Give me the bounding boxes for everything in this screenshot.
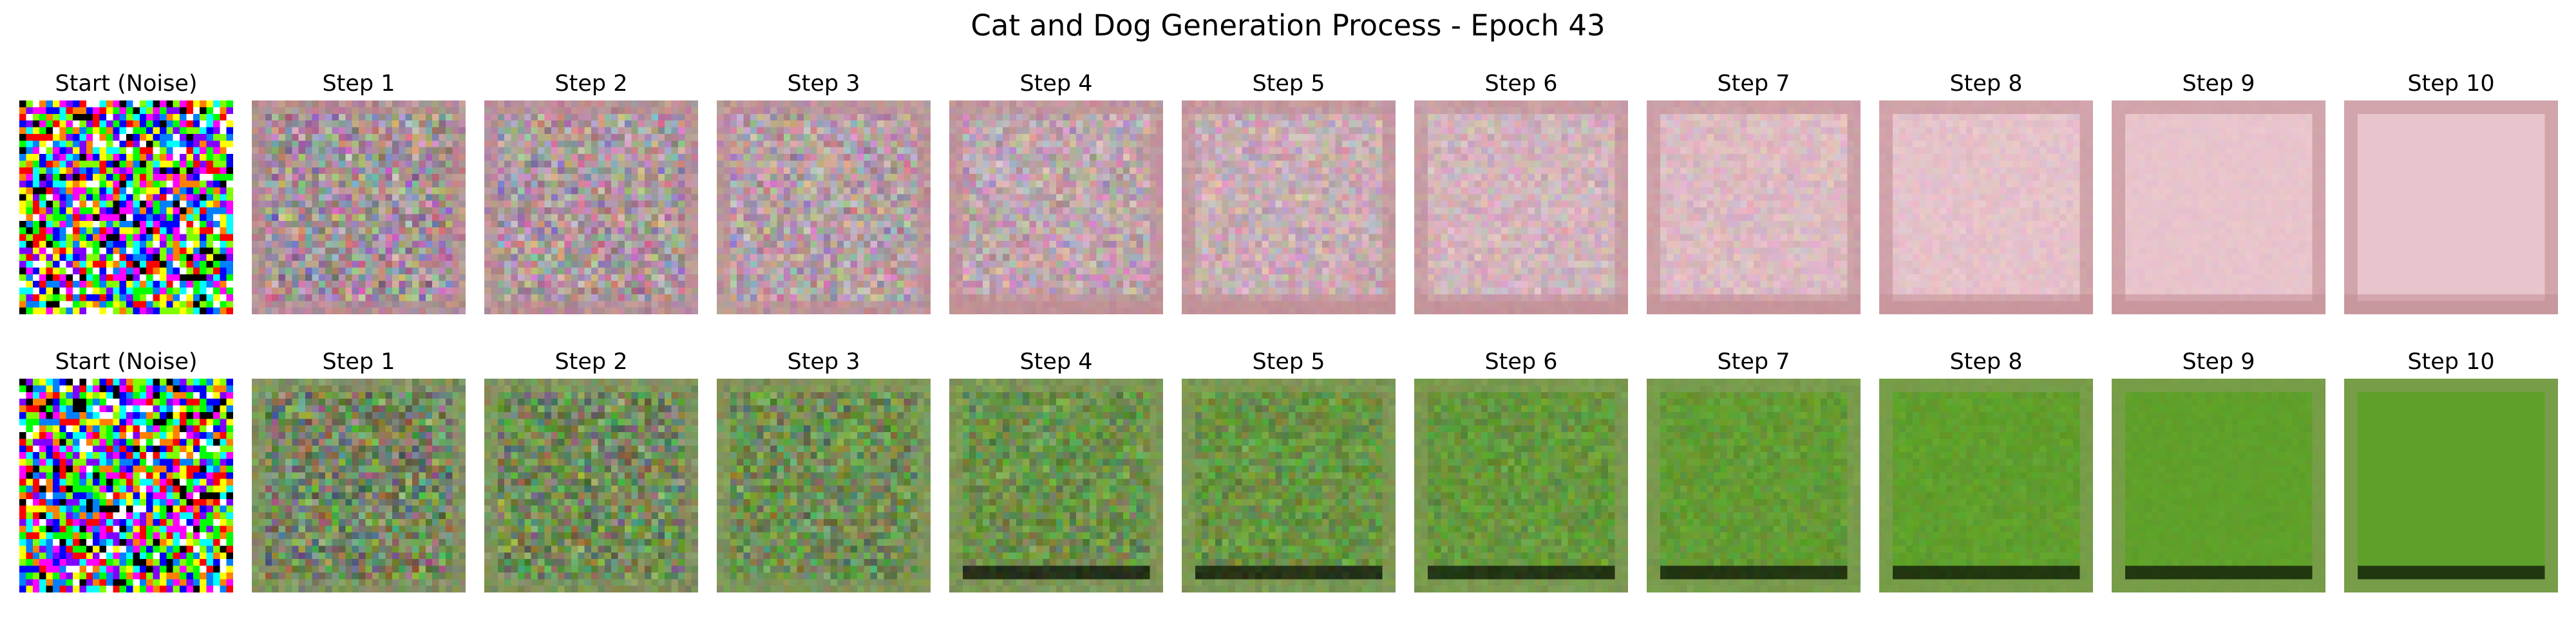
panel-step-8: Step 8 [1879,70,2093,314]
panel-title: Step 6 [1484,71,1558,97]
panel-step-8: Step 8 [1879,348,2093,592]
panel-title: Step 2 [554,349,628,375]
panel-title: Start (Noise) [55,349,198,375]
panel-step-3: Step 3 [717,348,931,592]
generated-image [949,100,1163,314]
generated-image [2344,100,2558,314]
generated-image [1879,100,2093,314]
panel-step-1: Step 1 [252,348,466,592]
panel-step-7: Step 7 [1647,348,1861,592]
panel-step-10: Step 10 [2344,70,2558,314]
generated-image [1182,100,1396,314]
generated-image [1647,379,1861,592]
generated-image [2344,379,2558,592]
panel-title: Step 3 [787,349,860,375]
generated-image [484,379,698,592]
panel-title: Step 7 [1717,349,1790,375]
panel-step-6: Step 6 [1414,70,1628,314]
panel-title: Step 5 [1252,349,1325,375]
generated-image [717,379,931,592]
panel-title: Step 6 [1484,349,1558,375]
panel-title: Step 8 [1949,71,2023,97]
panel-title: Step 10 [2407,71,2495,97]
generated-image [484,100,698,314]
generated-image [1879,379,2093,592]
generated-image [2112,100,2325,314]
panel-title: Step 8 [1949,349,2023,375]
panel-title: Start (Noise) [55,71,198,97]
panel-step-5: Step 5 [1182,348,1396,592]
generation-row-2: Start (Noise) Step 1 Step 2 Step 3 Step … [0,348,2576,618]
panel-title: Step 4 [1019,71,1093,97]
generated-image [1647,100,1861,314]
panel-title: Step 10 [2407,349,2495,375]
generated-image [19,379,233,592]
panel-step-9: Step 9 [2112,348,2325,592]
panel-title: Step 9 [2182,349,2255,375]
panel-title: Step 7 [1717,71,1790,97]
panel-title: Step 3 [787,71,860,97]
generation-row-1: Start (Noise) Step 1 Step 2 Step 3 Step … [0,70,2576,340]
panel-title: Step 5 [1252,71,1325,97]
figure-title: Cat and Dog Generation Process - Epoch 4… [971,8,1605,43]
panel-step-1: Step 1 [252,70,466,314]
generated-image [1182,379,1396,592]
panel-step-2: Step 2 [484,70,698,314]
panel-title: Step 9 [2182,71,2255,97]
panel-step-2: Step 2 [484,348,698,592]
panel-step-4: Step 4 [949,70,1163,314]
panel-title: Step 4 [1019,349,1093,375]
generated-image [252,100,466,314]
panel-step-9: Step 9 [2112,70,2325,314]
panel-step-5: Step 5 [1182,70,1396,314]
generated-image [252,379,466,592]
panel-step-4: Step 4 [949,348,1163,592]
generated-image [2112,379,2325,592]
panel-noise: Start (Noise) [19,348,233,592]
panel-title: Step 2 [554,71,628,97]
panel-step-10: Step 10 [2344,348,2558,592]
generated-image [19,100,233,314]
panel-step-3: Step 3 [717,70,931,314]
panel-noise: Start (Noise) [19,70,233,314]
generated-image [1414,379,1628,592]
panel-title: Step 1 [322,349,395,375]
panel-title: Step 1 [322,71,395,97]
panel-step-6: Step 6 [1414,348,1628,592]
generated-image [949,379,1163,592]
panel-step-7: Step 7 [1647,70,1861,314]
generated-image [717,100,931,314]
generated-image [1414,100,1628,314]
